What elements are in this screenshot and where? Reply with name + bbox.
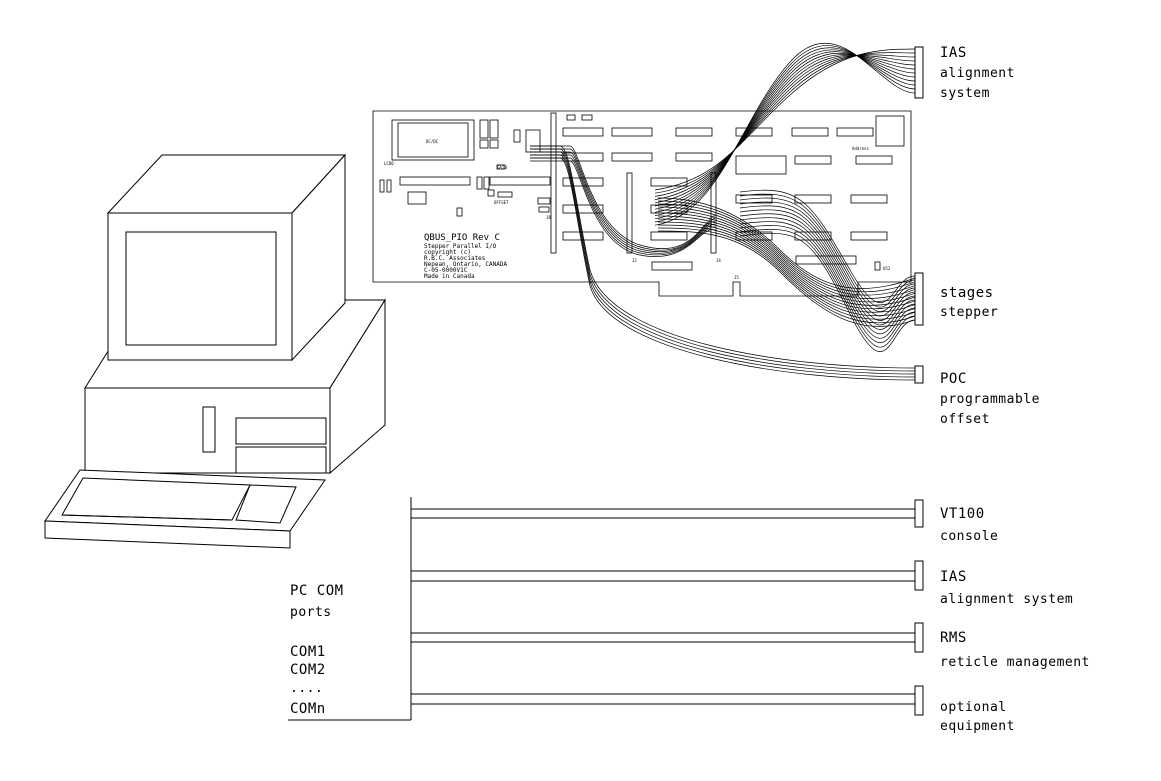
ribbon-stages-lower xyxy=(657,203,916,296)
board-line-5: C-05-0000V1C xyxy=(424,267,468,274)
label-vt100-line1: console xyxy=(940,529,998,544)
ribbon-ias xyxy=(654,55,916,204)
label-ias-title: IAS xyxy=(940,45,967,61)
ribbon-poc xyxy=(530,154,916,378)
ribbon-stages-lower xyxy=(657,221,916,317)
connector-optional xyxy=(914,685,924,716)
ribbon-stages-lower xyxy=(657,224,916,320)
ribbon-stages-lower xyxy=(657,200,916,293)
label-ias2-title: IAS xyxy=(940,569,967,585)
ribbon-ias xyxy=(654,51,916,213)
pc-com-subtitle: ports xyxy=(290,605,332,620)
ribbon-stages-lower xyxy=(657,227,916,324)
ribbon-ias xyxy=(654,54,916,197)
ribbon-stages-lower xyxy=(657,212,916,306)
ribbon-stages xyxy=(739,229,916,348)
board-address: Address xyxy=(852,146,869,151)
pc-com-title: PC COM xyxy=(290,583,344,599)
serial-lines xyxy=(288,497,915,721)
ribbon-stages-lower xyxy=(657,206,916,299)
ribbon-stages xyxy=(739,193,916,308)
label-ias-line2: system xyxy=(940,86,990,101)
label-optional-line1: equipment xyxy=(940,719,1015,734)
computer-illustration xyxy=(44,153,386,549)
ribbon-stages xyxy=(739,209,916,326)
ribbon-header xyxy=(530,151,716,252)
ribbon-ias xyxy=(654,47,916,220)
ribbon-stages xyxy=(739,205,916,321)
ribbon-header xyxy=(530,160,716,257)
board-j2: J2 xyxy=(632,258,637,263)
ribbon-ias xyxy=(654,53,916,210)
ribbon-header xyxy=(530,145,716,250)
ribbon-poc xyxy=(530,157,916,381)
ribbon-stages xyxy=(739,232,916,352)
board-line-1: Stepper Parallel I/O xyxy=(424,243,497,250)
board-j5: J5 xyxy=(734,275,739,280)
ribbon-ias xyxy=(654,52,916,194)
ribbon-ias xyxy=(654,49,916,216)
ribbon-stages xyxy=(739,189,916,304)
label-poc-line1: programmable xyxy=(940,392,1040,407)
label-rms-title: RMS xyxy=(940,630,967,646)
board-lcd: LCD0 xyxy=(384,161,394,166)
board-line-2: copyright (c) xyxy=(424,249,471,256)
board-line-3: R.B.C. Associates xyxy=(424,255,486,262)
pc-com-com2: COM2 xyxy=(290,662,326,678)
ribbon-stages xyxy=(739,201,916,317)
connector-rms xyxy=(914,622,924,653)
board-line-6: Made in Canada xyxy=(424,273,475,280)
ribbon-poc xyxy=(530,151,916,375)
pc-com-comn: COMn xyxy=(290,701,326,717)
label-optional-title: optional xyxy=(940,700,1007,715)
pc-com-ellipsis: .... xyxy=(290,681,323,696)
ribbon-header xyxy=(530,157,716,256)
ribbon-ias xyxy=(654,42,916,226)
ribbon-ias xyxy=(654,45,916,223)
ribbon-stages-lower xyxy=(657,197,916,289)
board-u52: U52 xyxy=(883,266,891,271)
pcb-board: DC/DC LCD0 GAIN OFFSET xyxy=(372,110,912,297)
ribbon-ias xyxy=(654,54,916,207)
ribbon-poc xyxy=(530,145,916,369)
ribbon-stages-lower xyxy=(657,215,916,310)
ribbon-poc xyxy=(530,148,916,372)
ribbon-ias xyxy=(654,48,916,191)
connector-vt100 xyxy=(914,499,924,528)
connector-ias-ribbon xyxy=(914,46,924,99)
ribbon-stages xyxy=(739,221,916,339)
board-dcdc: DC/DC xyxy=(426,139,439,144)
board-gain: GAIN xyxy=(497,165,507,170)
board-line-4: Nepean, Ontario, CANADA xyxy=(424,261,507,268)
label-stages-line1: stepper xyxy=(940,305,998,320)
ribbon-stages-lower xyxy=(657,209,916,303)
pc-com-labels: PC COM ports COM1 COM2 .... COMn xyxy=(290,583,344,717)
label-stages-title: stages xyxy=(940,285,994,301)
label-poc-title: POC xyxy=(940,371,967,387)
connector-poc xyxy=(914,365,924,384)
ribbon-header xyxy=(530,154,716,254)
board-offset: OFFSET xyxy=(494,200,509,205)
label-rms-line1: reticle management xyxy=(940,655,1090,670)
connectors xyxy=(914,46,924,716)
pc-com-com1: COM1 xyxy=(290,644,326,660)
ribbon-stages-lower xyxy=(657,218,916,313)
label-poc-line2: offset xyxy=(940,412,990,427)
ribbon-stages xyxy=(739,197,916,312)
ribbon-header xyxy=(530,148,716,251)
ribbon-cables xyxy=(530,42,916,381)
board-j8: J8 xyxy=(546,215,551,220)
label-vt100-title: VT100 xyxy=(940,506,985,522)
label-ias2-line1: alignment system xyxy=(940,592,1073,607)
connector-labels: IAS alignment system stages stepper POC … xyxy=(940,45,1090,734)
board-title: QBUS_PIO Rev C xyxy=(424,233,500,243)
connector-ias-serial xyxy=(914,560,924,591)
ribbon-ias xyxy=(654,55,916,200)
connector-stages-ribbon xyxy=(914,272,924,326)
label-ias-line1: alignment xyxy=(940,66,1015,81)
board-j4: J4 xyxy=(716,258,721,263)
